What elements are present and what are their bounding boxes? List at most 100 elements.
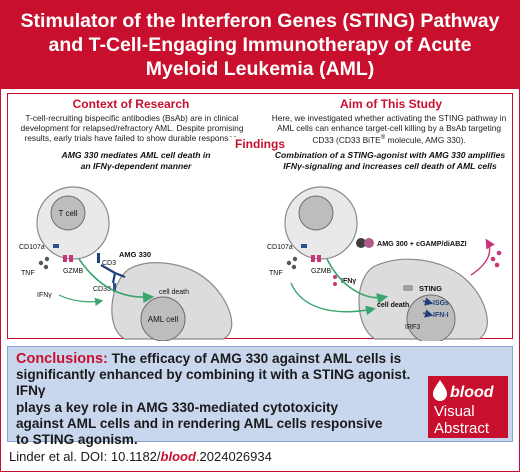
tnf-label-left: TNF [21,270,35,277]
ifn-i-label: IFN-I [433,312,449,319]
aim-line-3-pre: CD33 (CD33 BiTE [312,135,381,146]
left-title-line-1: AMG 330 mediates AML cell death in [61,150,211,160]
conclusions-line-1: Conclusions: The efficacy of AMG 330 aga… [16,351,421,367]
isgs-label: ISGs [433,300,449,307]
citation-post: .2024026934 [195,449,272,464]
t-cell-nucleus [50,195,86,231]
tnf-label-right: TNF [269,270,283,277]
right-diagram: CD107a TNF GZMB IFNγ AMG 300 + cGAMP/diA… [267,186,502,341]
cell-death-label-right: cell death [377,302,409,309]
right-title-line-2: IFNγ-signaling and increases cell death … [283,160,497,171]
badge-line-2: Abstract [434,420,490,437]
cell-death-label-left: cell death [159,289,189,296]
conclusions-heading: Conclusions: [16,351,108,367]
conclusions-box: Conclusions: The efficacy of AMG 330 aga… [7,346,513,447]
conclusions-text: Conclusions: The efficacy of AMG 330 aga… [16,351,421,448]
sting-protein [403,285,413,291]
conclusions-line-4: against AML cells and in rendering AML c… [16,415,383,431]
gzmb-granule-2 [69,255,73,262]
title-line-1: Stimulator of the Interferon Genes (STIN… [20,10,500,32]
ifn-secretion-arrow [470,238,495,276]
cd107a-label-right: CD107a [267,244,293,251]
tnf-dot-r2 [292,256,298,262]
amg330-antibody [100,264,126,284]
left-title-line-2: an IFNγ-dependent manner [80,160,192,171]
amg330-label: AMG 330 [119,250,151,259]
title-line-2: and T-Cell-Engaging Immunotherapy of Acu… [48,34,472,56]
t-cell-label: T cell [59,209,78,218]
tnf-dot-r3 [291,264,297,270]
irf3-label: IRF3 [405,324,420,331]
aml-cell-label: AML cell [148,315,179,324]
page-title: Stimulator of the Interferon Genes (STIN… [1,1,519,81]
context-title: Context of Research [72,97,190,111]
aim-line-1: Here, we investigated whether activating… [271,113,507,123]
ifng-label-right: IFNγ [341,278,356,285]
left-diagram: T cell AML cell CD107a TNF GZMB IFNγ CD3… [19,186,233,341]
context-line-3: results, early trials have failed to sho… [24,133,240,144]
left-panel-title: AMG 330 mediates AML cell death in an IF… [21,150,251,171]
conclusions-line-1-text: The efficacy of AMG 330 against AML cell… [107,351,402,366]
tnf-dot-2 [44,256,50,262]
ifn-dot-c [494,262,500,268]
title-line-3: Myeloid Leukemia (AML) [145,58,375,80]
ifng-dot-2 [333,282,337,286]
context-line-1: T-cell-recruiting bispecific antibodies … [25,113,239,123]
badge-brand: blood [450,384,495,401]
blood-logo: blood Visual Abstract [433,380,495,437]
conclusions-line-3: plays a key role in AMG 330-mediated cyt… [16,399,339,415]
ifn-dot-b [496,250,502,256]
cd107a-marker-right [301,244,307,248]
context-line-2: development for relapsed/refractory AML.… [20,123,244,134]
ifn-dot-a [490,256,496,262]
registered-mark: ® [380,135,386,142]
findings-panel [7,93,513,339]
diabzi-molecule [364,238,374,248]
cell-death-arrow-left [78,258,155,304]
aml-cell-nucleus [140,296,186,341]
sting-label: STING [419,284,442,293]
gzmb-granule-r1 [311,255,315,262]
badge-line-1: Visual [434,403,475,420]
cd33-label: CD33 [93,286,111,293]
header-banner: Stimulator of the Interferon Genes (STIN… [1,1,519,89]
findings-label: Findings [229,137,291,151]
t-cell-right-nucleus [298,195,334,231]
ifn-i-arrow [422,309,434,318]
gzmb-granule-1 [63,255,67,262]
conclusions-line-2: significantly enhanced by combining it w… [16,367,411,399]
aim-text: Here, we investigated whether activating… [269,113,509,145]
visual-abstract-badge: blood Visual Abstract [428,376,508,438]
cgamp-molecule [356,238,366,248]
cd3-receptor [97,253,100,263]
right-title-line-1: Combination of a STING-agonist with AMG … [274,150,506,160]
ifng-arrow-left [58,294,104,307]
tnf-dot-1 [38,260,44,266]
context-text: T-cell-recruiting bispecific antibodies … [15,113,249,144]
citation-journal: blood [160,449,196,464]
ifng-label-left: IFNγ [37,292,52,299]
blood-drop-icon [433,380,447,401]
isgs-arrow [422,297,434,306]
gzmb-granule-r2 [317,255,321,262]
citation-pre: Linder et al. DOI: 10.1182/ [9,449,161,464]
aim-line-3: CD33 (CD33 BiTE® molecule, AMG 330). [269,133,509,145]
cd107a-label-left: CD107a [19,244,45,251]
aim-title: Aim of This Study [340,97,442,111]
findings-diagrams: T cell AML cell CD107a TNF GZMB IFNγ CD3… [19,186,502,341]
cd107a-marker-left [53,244,59,248]
cell-death-arrow-right [326,258,389,305]
cd33-receptor [113,283,116,292]
aml-cell-right-nucleus [406,294,456,341]
ifng-dot-1 [333,275,337,279]
gzmb-label-right: GZMB [311,268,332,275]
tnf-dot-3 [43,264,49,270]
citation: Linder et al. DOI: 10.1182/blood.2024026… [9,449,272,464]
ifng-arrow-right [290,282,376,316]
gzmb-label-left: GZMB [63,268,84,275]
cd3-label: CD3 [102,260,116,267]
aim-line-2: AML cells can enhance target-cell killin… [276,123,502,134]
combo-label: AMG 300 + cGAMP/diABZI [377,239,467,248]
conclusions-line-5: to STING agonism. [16,432,138,448]
